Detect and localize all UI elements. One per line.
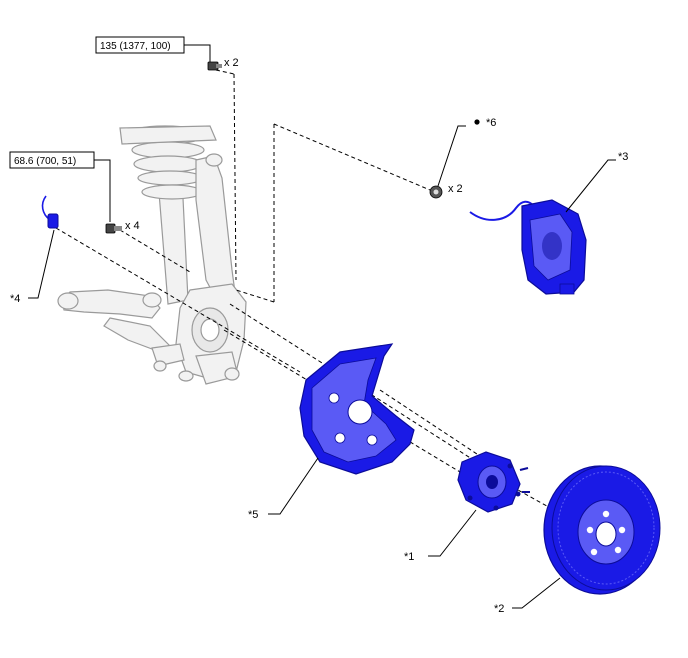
callout-2-leader [512,577,561,609]
torque-spec-leader [94,159,111,222]
speed-sensor [41,195,59,229]
qty-knuckle-bolts: x 4 [125,220,140,232]
callout-1: *1 [404,551,414,563]
torque-spec-2: 68.6 (700, 51) [9,151,111,222]
callout-4-leader [28,229,55,299]
brake-caliper [469,199,587,295]
brake-disc [543,465,661,595]
qty-top-bolts: x 2 [224,57,239,69]
callout-3: *3 [618,151,628,163]
knuckle-bolt-icon [105,223,122,234]
torque-spec-text: 68.6 (700, 51) [14,156,76,167]
strut-bolt-icon [207,61,222,71]
callout-5: *5 [248,509,258,521]
callout-6: *6 [486,117,496,129]
callout-2: *2 [494,603,504,615]
torque-spec-leader [184,44,211,62]
caliper-bolt-icon [429,185,443,199]
torque-spec-text: 135 (1377, 100) [100,41,171,52]
qty-caliper-bolts: x 2 [448,183,463,195]
callout-6-leader [437,125,466,187]
callout-3-leader [565,159,616,213]
dust-cover [299,343,415,475]
callout-4: *4 [10,293,20,305]
steering-knuckle-assembly [57,125,247,385]
non-reusable-dot-icon [474,119,480,125]
callout-5-leader [268,457,319,515]
hub-bearing [457,451,530,513]
torque-spec-1: 135 (1377, 100) [95,36,211,62]
callout-1-leader [428,509,477,557]
